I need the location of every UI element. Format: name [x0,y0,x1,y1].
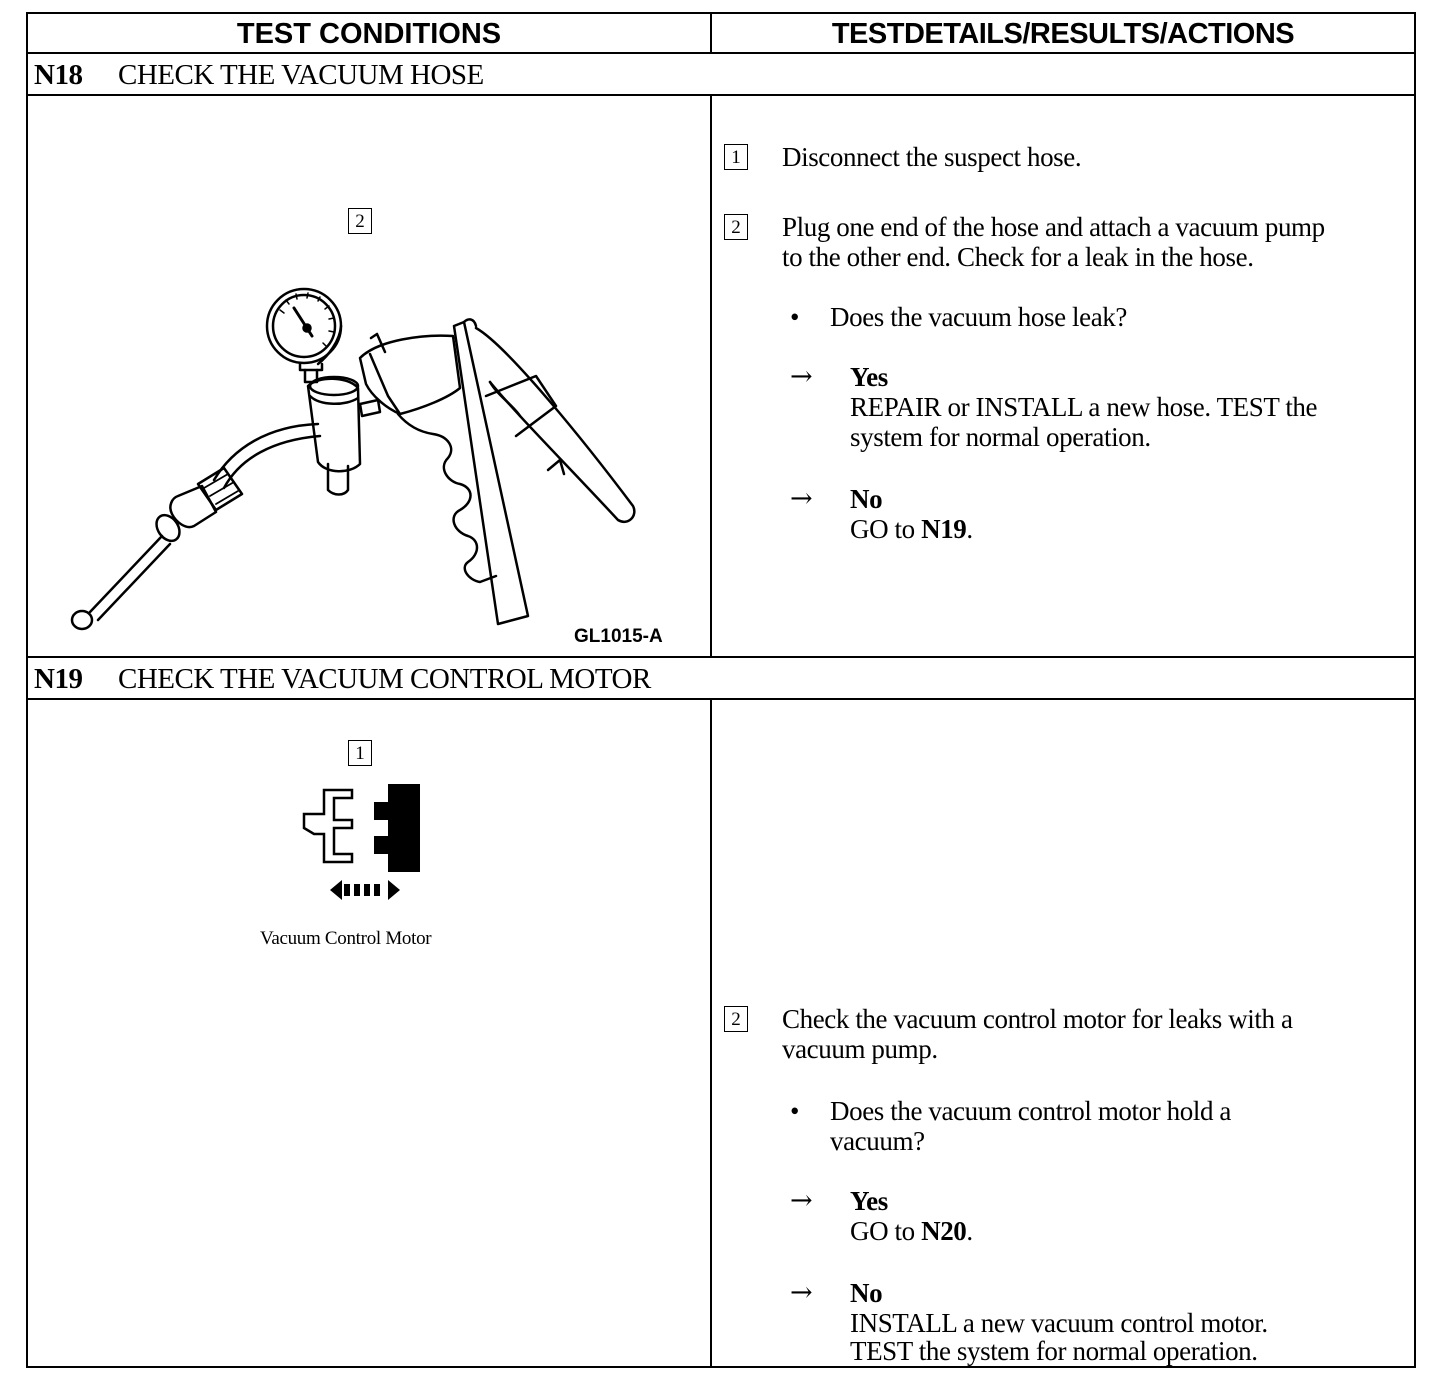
n18-details-cell: 1 Disconnect the suspect hose. 2 Plug on… [712,96,1414,658]
step-n18-title-row: N18 CHECK THE VACUUM HOSE [28,54,1414,96]
result-arrow: → [790,483,813,514]
result-arrow: → [790,1277,813,1308]
question-text-line: Does the vacuum control motor hold a [830,1096,1232,1126]
step-n19-title-row: N19 CHECK THE VACUUM CONTROL MOTOR [28,658,1414,700]
step-text-line: vacuum pump. [782,1034,938,1064]
step-title: CHECK THE VACUUM HOSE [118,59,484,91]
figure-callout-box: 2 [348,208,372,234]
no-action: GO to N19. [850,514,973,544]
no-action-suffix: . [966,514,973,544]
no-action-line: INSTALL a new vacuum control motor. [850,1308,1268,1338]
vacuum-control-motor-icon [302,784,420,900]
question-text: Does the vacuum hose leak? [830,302,1127,332]
step-number-box: 2 [724,1006,748,1032]
bullet: • [790,1096,800,1126]
no-action-line: TEST the system for normal operation. [850,1336,1258,1366]
header-test-details: TESTDETAILS/RESULTS/ACTIONS [712,14,1414,54]
vacuum-pump-illustration [70,287,636,631]
step-code: N18 [34,59,83,91]
step-code: N19 [34,663,83,695]
step-text-line: Plug one end of the hose and attach a va… [782,212,1325,242]
yes-action-prefix: GO to [850,1216,922,1246]
figure-callout-box: 1 [348,740,372,766]
yes-action-suffix: . [966,1216,973,1246]
n18-figure-cell: 2 [28,96,712,658]
no-label: No [850,484,883,514]
goto-target: N20 [921,1216,967,1246]
no-action-prefix: GO to [850,514,922,544]
question-text-line: vacuum? [830,1126,925,1156]
figure-caption: Vacuum Control Motor [260,928,432,949]
yes-label: Yes [850,1186,888,1216]
step-text-line: to the other end. Check for a leak in th… [782,242,1254,272]
n19-details-cell: 2 Check the vacuum control motor for lea… [712,700,1414,1366]
diagnostic-table: TEST CONDITIONS TESTDETAILS/RESULTS/ACTI… [26,12,1416,1368]
bullet: • [790,302,800,332]
yes-action-line: REPAIR or INSTALL a new hose. TEST the [850,392,1318,422]
yes-action-line: system for normal operation. [850,422,1151,452]
yes-action: GO to N20. [850,1216,973,1246]
yes-label: Yes [850,362,888,392]
result-arrow: → [790,361,813,392]
step-number-box: 1 [724,144,748,170]
header-test-conditions: TEST CONDITIONS [28,14,712,54]
step-title: CHECK THE VACUUM CONTROL MOTOR [118,663,651,695]
result-arrow: → [790,1185,813,1216]
step-text: Disconnect the suspect hose. [782,142,1082,172]
step-text-line: Check the vacuum control motor for leaks… [782,1004,1293,1034]
goto-target: N19 [921,514,967,544]
n19-figure-cell: 1 Vacuum Control Motor [28,700,712,1366]
figure-code: GL1015-A [574,626,663,647]
no-label: No [850,1278,883,1308]
step-number-box: 2 [724,214,748,240]
